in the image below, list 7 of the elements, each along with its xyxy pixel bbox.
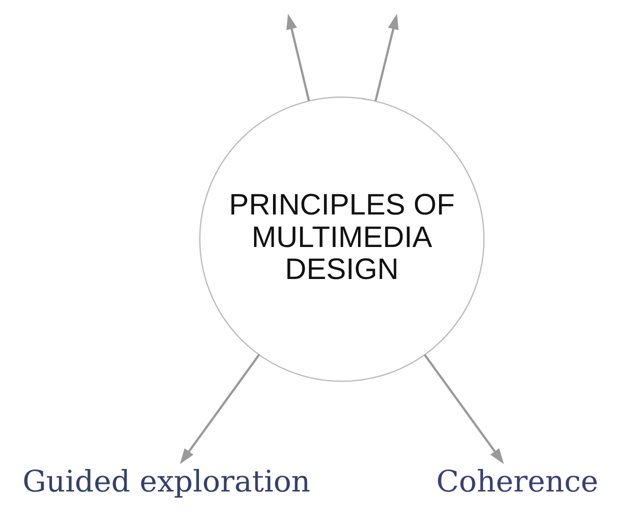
node-circle: PRINCIPLES OF MULTIMEDIA DESIGN <box>199 96 485 382</box>
node-text: Coherence <box>436 462 598 498</box>
arrow <box>424 354 504 464</box>
arrow <box>374 13 399 101</box>
arrow <box>180 354 260 464</box>
arrow <box>286 13 310 101</box>
node-text: Guided exploration <box>22 462 310 498</box>
